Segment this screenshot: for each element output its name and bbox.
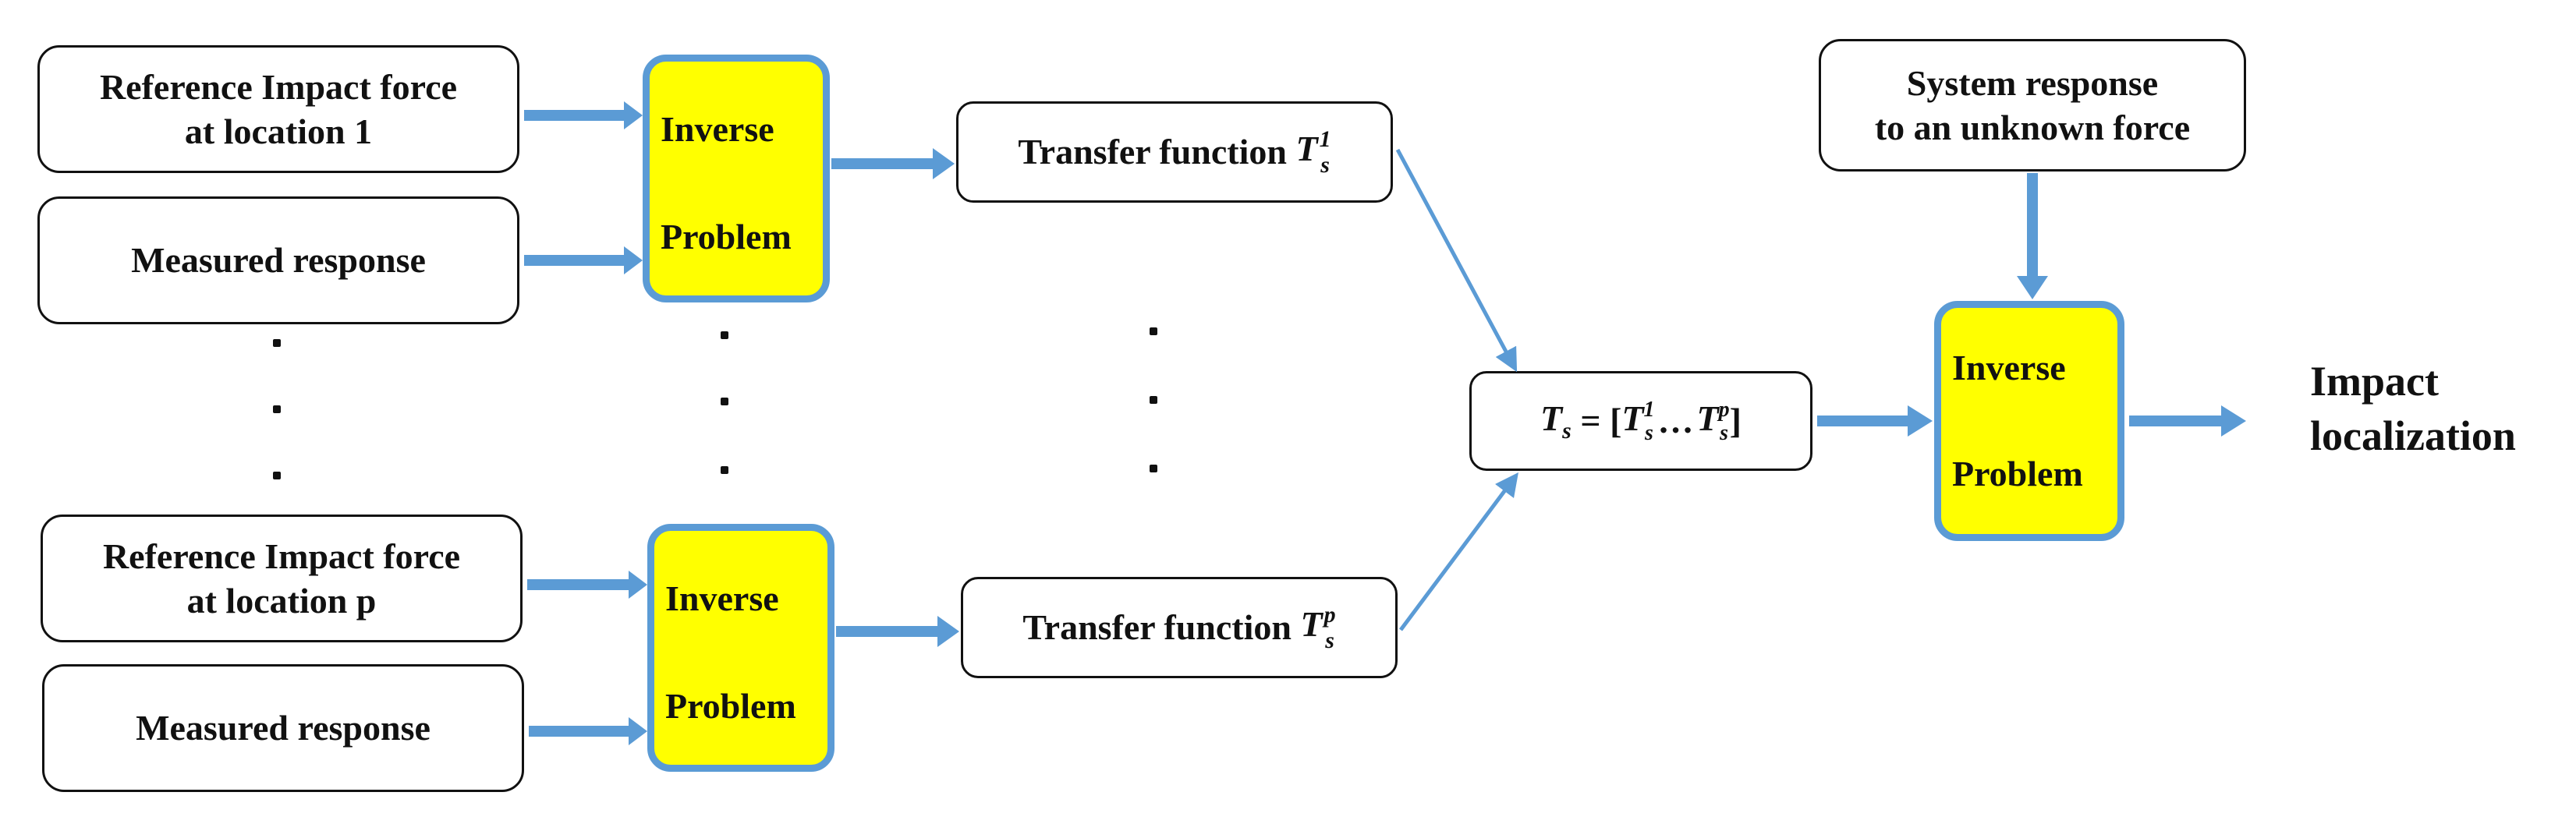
inverse-problem-p-line2: Problem [665,686,796,726]
measured-response-1-box: Measured response [37,196,519,324]
inverse-problem-final-line1: Inverse [1952,348,2066,387]
ts-ellipsis: … [1657,401,1694,441]
inverse-problem-1-line2: Problem [661,217,792,256]
arrow-measured1-to-inverse1 [524,246,643,274]
transfer-function-1-sup: 1 [1319,126,1331,153]
arrow-inverse-final-to-output [2129,405,2246,437]
inverse-problem-box-final: Inverse Problem [1934,301,2124,541]
impact-localization-line1: Impact [2310,358,2439,405]
reference-force-1-line1: Reference Impact force [99,66,458,107]
reference-force-p-line1: Reference Impact force [102,536,461,576]
reference-force-p-line2: at location p [186,581,377,621]
inverse-problem-box-p: Inverse Problem [647,524,834,772]
arrow-refp-to-inverse-p [527,571,647,599]
ellipsis-dot [273,339,281,347]
ts-equals: = [1580,401,1601,441]
ellipsis-dot [273,405,281,413]
ellipsis-dot [273,472,281,479]
impact-localization-label: Impact localization [2310,354,2516,463]
impact-localization-line2: localization [2310,412,2516,460]
transfer-function-p-sup: p [1323,602,1336,628]
reference-force-location-1-box: Reference Impact force at location 1 [37,45,519,173]
ellipsis-dot [1150,396,1157,404]
measured-response-1-label: Measured response [131,240,426,281]
arrow-inverse1-to-transfer1 [831,148,955,179]
ts-close-bracket: ] [1729,401,1742,441]
system-response-box: System response to an unknown force [1819,39,2246,172]
ellipsis-dot [721,331,728,339]
transfer-function-p-sub: s [1325,628,1334,654]
system-response-line1: System response [1906,62,2159,103]
arrow-ts-to-inverse-final [1817,405,1933,437]
reference-force-1-line2: at location 1 [184,111,373,151]
transfer-function-p-label: Transfer function [1022,607,1292,648]
arrow-inverse-p-to-transfer-p [836,616,959,647]
transfer-function-1-label: Transfer function [1018,132,1287,172]
inverse-problem-final-line2: Problem [1952,454,2083,493]
arrow-system-response-to-inverse-final [2017,173,2048,299]
inverse-problem-1-line1: Inverse [661,109,774,149]
block-arrows [524,101,2246,745]
ts-lhs: Ts [1540,398,1571,444]
inverse-problem-p-line1: Inverse [665,578,779,618]
ts-open-bracket: [ [1610,401,1622,441]
reference-force-location-p-box: Reference Impact force at location p [41,515,523,642]
arrow-transfer1-to-ts [1395,148,1518,373]
transfer-function-1-sub: s [1320,152,1330,179]
ellipsis-dot [721,398,728,405]
ellipsis-dot [721,466,728,474]
inverse-problem-box-1: Inverse Problem [643,55,830,302]
thin-arrows [1395,148,1518,631]
arrow-ref1-to-inverse1 [524,101,643,129]
measured-response-p-label: Measured response [136,708,431,748]
arrow-transferp-to-ts [1398,472,1518,631]
measured-response-p-box: Measured response [42,664,524,792]
arrow-measuredp-to-inverse-p [529,717,647,745]
system-response-line2: to an unknown force [1874,108,2191,147]
ellipsis-dot [1150,327,1157,335]
ellipsis-dot [1150,465,1157,472]
